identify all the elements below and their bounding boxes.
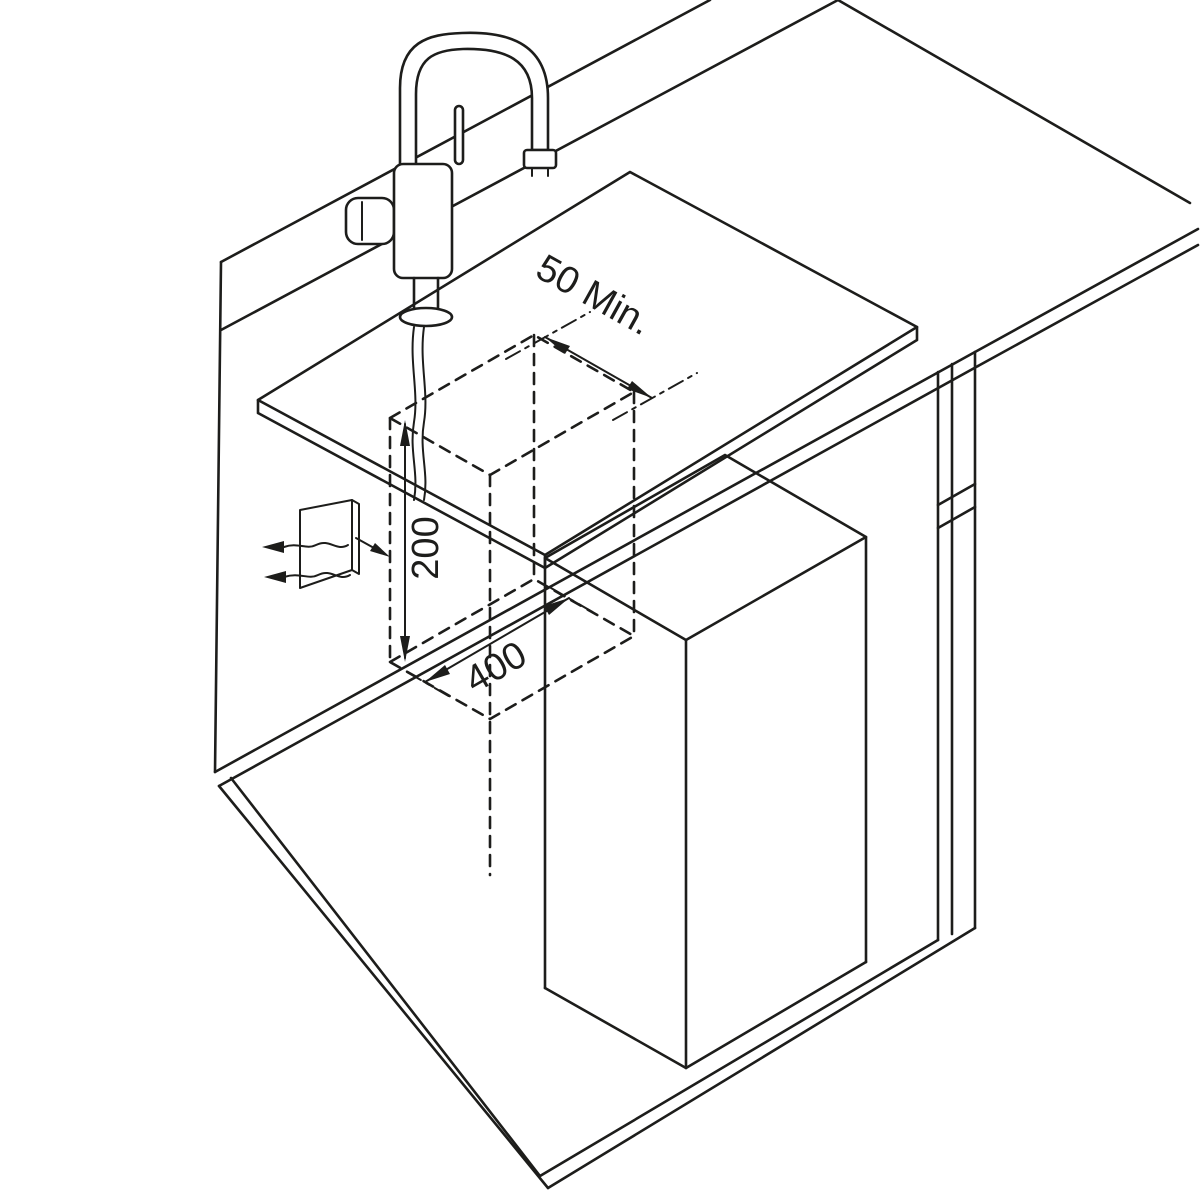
dimension-200: 200 (400, 420, 447, 662)
cabinet-bracket (936, 482, 977, 530)
dim200-arrowhead-top (400, 420, 410, 446)
clearance-zone (388, 333, 636, 877)
counter-left-end (213, 260, 223, 774)
clearance-verticals (388, 333, 636, 877)
dim200-arrowhead-bottom (400, 636, 410, 662)
dim400-extension-2 (550, 587, 597, 615)
vent-arrowhead-2 (264, 571, 286, 583)
dim400-arrowhead-left (425, 665, 450, 682)
faucet-lever-pin (453, 104, 465, 166)
faucet-outlet (522, 148, 558, 170)
cabinet-left-wall (217, 784, 550, 1190)
cabinet (217, 350, 977, 1190)
wall-corner-line (836, 0, 1192, 205)
tank-unit (543, 453, 868, 1070)
faucet-handle-knob (344, 196, 396, 246)
faucet-base-stem (412, 276, 440, 314)
dim50-label: 50 Min. (529, 247, 658, 344)
dim50-arrowhead-right (627, 381, 652, 398)
faucet-base-flange (398, 306, 454, 328)
vent-return-arrowhead (370, 543, 390, 557)
cabinet-left-wall-inner (229, 776, 542, 1178)
clearance-bottom-face (388, 577, 636, 721)
dim400-line (424, 597, 570, 683)
dim200-label: 200 (405, 516, 447, 579)
counter-right-extension-lower (976, 243, 1200, 368)
vent-panel-depth (351, 499, 360, 575)
sink-opening-thickness (256, 325, 919, 570)
countertop (213, 0, 1200, 788)
counter-right-extension (973, 227, 1200, 354)
vent-arrowhead-1 (262, 541, 284, 553)
hose-right (421, 326, 427, 501)
faucet-body (392, 162, 454, 280)
vent-return-arrow-shaft (355, 537, 375, 549)
dim50-extension-2 (612, 372, 698, 421)
wall-back-edge (219, 0, 712, 264)
dim50-extension-1 (505, 311, 591, 360)
faucet-aerator-ticks (531, 167, 549, 177)
dim400-extension-1 (406, 671, 453, 699)
hose-left (411, 326, 417, 501)
vent-airflow-line-1 (283, 542, 349, 548)
hose-lines (411, 326, 427, 501)
tank-vertical-edges (543, 535, 868, 1070)
ventilation-icon (262, 499, 390, 589)
dim400-label: 400 (458, 634, 534, 702)
tank-bottom-edges (543, 960, 868, 1070)
dim50-arrowhead-left (545, 337, 570, 354)
counter-front-edge-lower (217, 364, 980, 788)
clearance-top-face (388, 333, 636, 477)
dimension-400: 400 (406, 587, 597, 702)
cabinet-floor-edge (546, 926, 977, 1190)
faucet (344, 31, 558, 328)
vent-airflow-line-2 (283, 572, 351, 578)
counter-front-edge (213, 350, 977, 774)
cabinet-floor-edge-inner (538, 938, 940, 1178)
dim400-arrowhead-right (544, 598, 569, 615)
